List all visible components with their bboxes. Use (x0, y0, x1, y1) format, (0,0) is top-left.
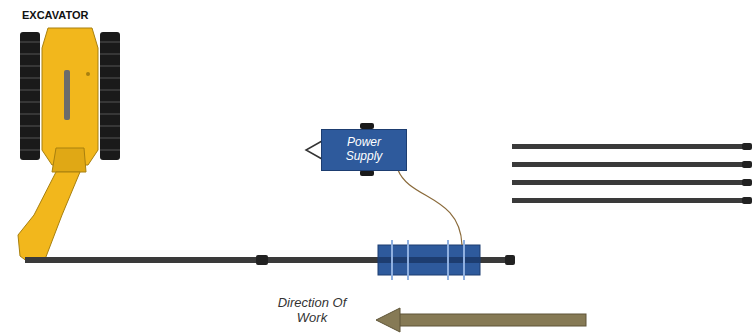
machine-label: EXCAVATOR (22, 9, 88, 22)
direction-arrow (376, 308, 586, 332)
power-supply-box: Power Supply (321, 129, 407, 171)
power-cable (398, 170, 462, 245)
pipe-stack (512, 143, 752, 204)
window (64, 70, 70, 120)
clamp-device (378, 240, 480, 280)
direction-label: Direction Of Work (262, 296, 362, 326)
track (20, 32, 40, 160)
track (100, 32, 120, 160)
cab-body (42, 28, 98, 165)
boom-arm (18, 172, 80, 262)
excavator-figure (18, 28, 120, 262)
box-label: Power Supply (322, 136, 406, 164)
